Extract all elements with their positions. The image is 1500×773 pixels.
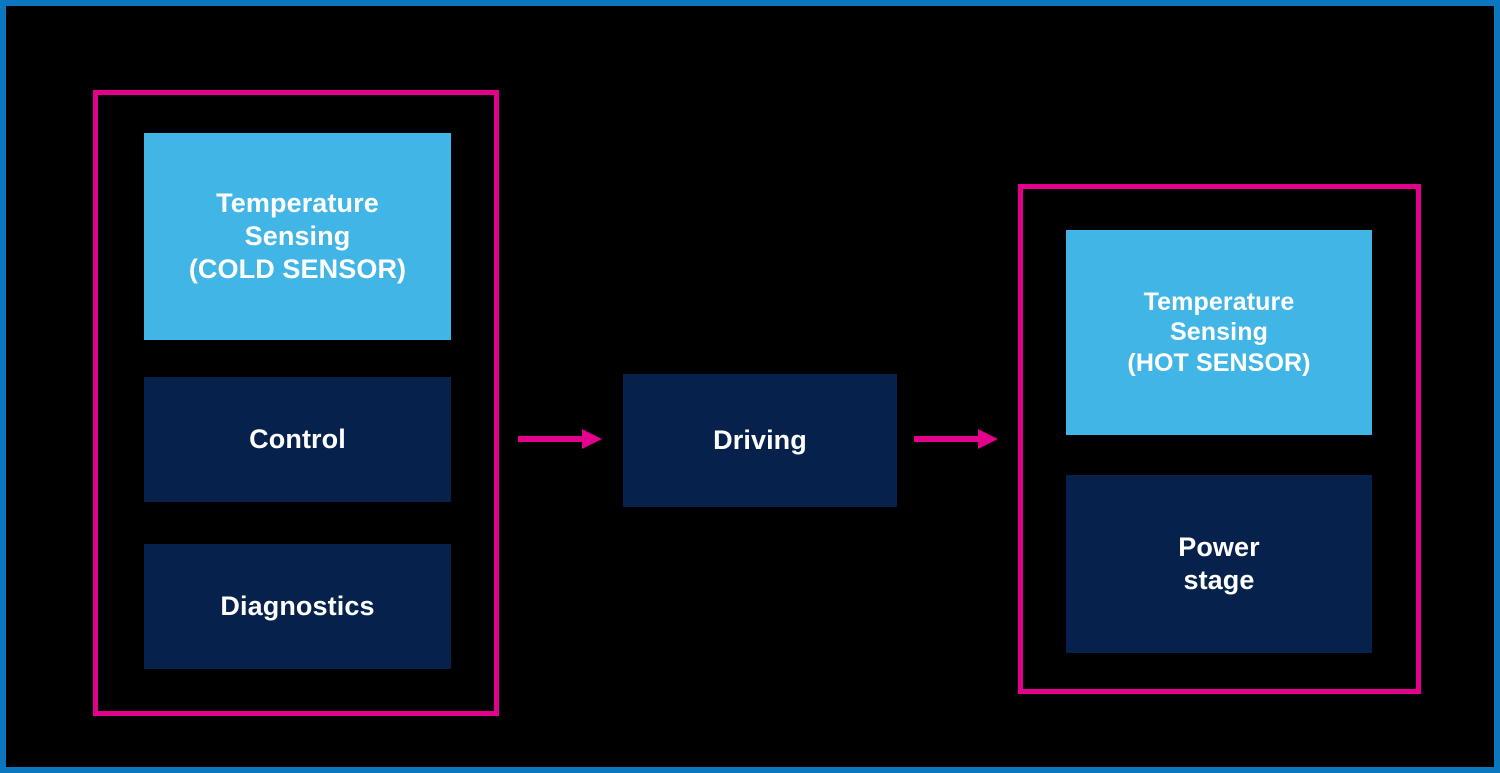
group-frame-cold-side [93, 90, 499, 716]
block-hot-sensor[interactable]: Temperature Sensing (HOT SENSOR) [1066, 230, 1372, 435]
arrow-cold-to-driving-icon [518, 429, 602, 449]
block-control[interactable]: Control [144, 377, 451, 502]
group-frame-hot-side [1018, 184, 1421, 694]
block-driving[interactable]: Driving [623, 374, 897, 507]
block-power-stage[interactable]: Power stage [1066, 475, 1372, 653]
block-diagnostics[interactable]: Diagnostics [144, 544, 451, 669]
arrow-driving-to-hot-icon [914, 429, 998, 449]
block-cold-sensor[interactable]: Temperature Sensing (COLD SENSOR) [144, 133, 451, 340]
